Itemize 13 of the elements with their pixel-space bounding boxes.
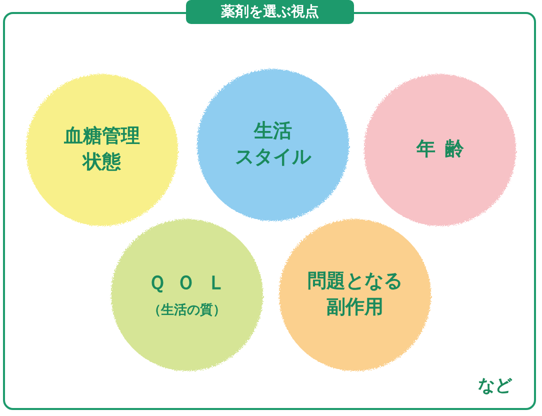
topic-label: 血糖管理状態 — [64, 124, 140, 175]
topic-circle — [195, 67, 351, 223]
topic-circle — [109, 217, 265, 373]
topic-circle — [362, 72, 518, 228]
topic-label: ＱＯＬ — [148, 271, 238, 296]
topic-note: （生活の質） — [148, 302, 226, 319]
topic-label: 生活スタイル — [235, 119, 311, 170]
topic-circle — [24, 72, 180, 228]
topic-label: 問題となる副作用 — [308, 269, 402, 320]
topic-label: 年齢 — [416, 137, 474, 162]
topic-circle — [277, 217, 433, 373]
note-text: など — [478, 375, 512, 397]
title-tab: 薬剤を選ぶ視点 — [186, 0, 354, 24]
